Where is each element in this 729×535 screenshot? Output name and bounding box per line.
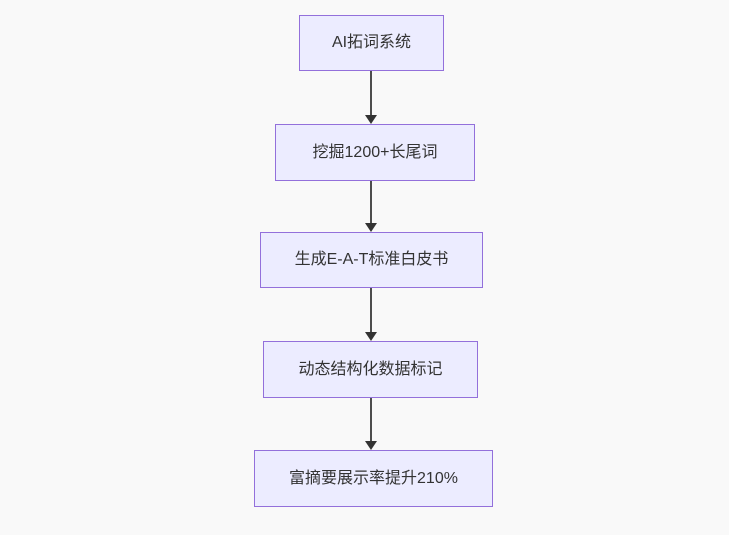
arrow-head-icon [365, 441, 377, 450]
arrow-head-icon [365, 115, 377, 124]
flowchart-node-eat-whitepaper: 生成E-A-T标准白皮书 [260, 232, 483, 288]
flow-arrow-4 [364, 398, 378, 450]
flowchart-node-longtail-mining: 挖掘1200+长尾词 [275, 124, 475, 181]
node-label: 生成E-A-T标准白皮书 [294, 251, 449, 268]
arrow-shaft [370, 71, 372, 115]
arrow-shaft [370, 398, 372, 441]
flow-arrow-1 [364, 71, 378, 124]
arrow-shaft [370, 288, 372, 332]
node-label: 挖掘1200+长尾词 [312, 143, 438, 161]
flow-arrow-3 [364, 288, 378, 341]
node-label: 动态结构化数据标记 [298, 360, 443, 378]
node-label: AI拓词系统 [331, 34, 412, 51]
arrow-head-icon [365, 223, 377, 232]
flow-arrow-2 [364, 181, 378, 232]
arrow-head-icon [365, 332, 377, 341]
arrow-shaft [370, 181, 372, 223]
flowchart-node-ai-keyword-system: AI拓词系统 [299, 15, 444, 71]
flowchart-node-structured-data-markup: 动态结构化数据标记 [263, 341, 478, 398]
flowchart-node-rich-snippet-result: 富摘要展示率提升210% [254, 450, 493, 507]
node-label: 富摘要展示率提升210% [289, 469, 458, 487]
